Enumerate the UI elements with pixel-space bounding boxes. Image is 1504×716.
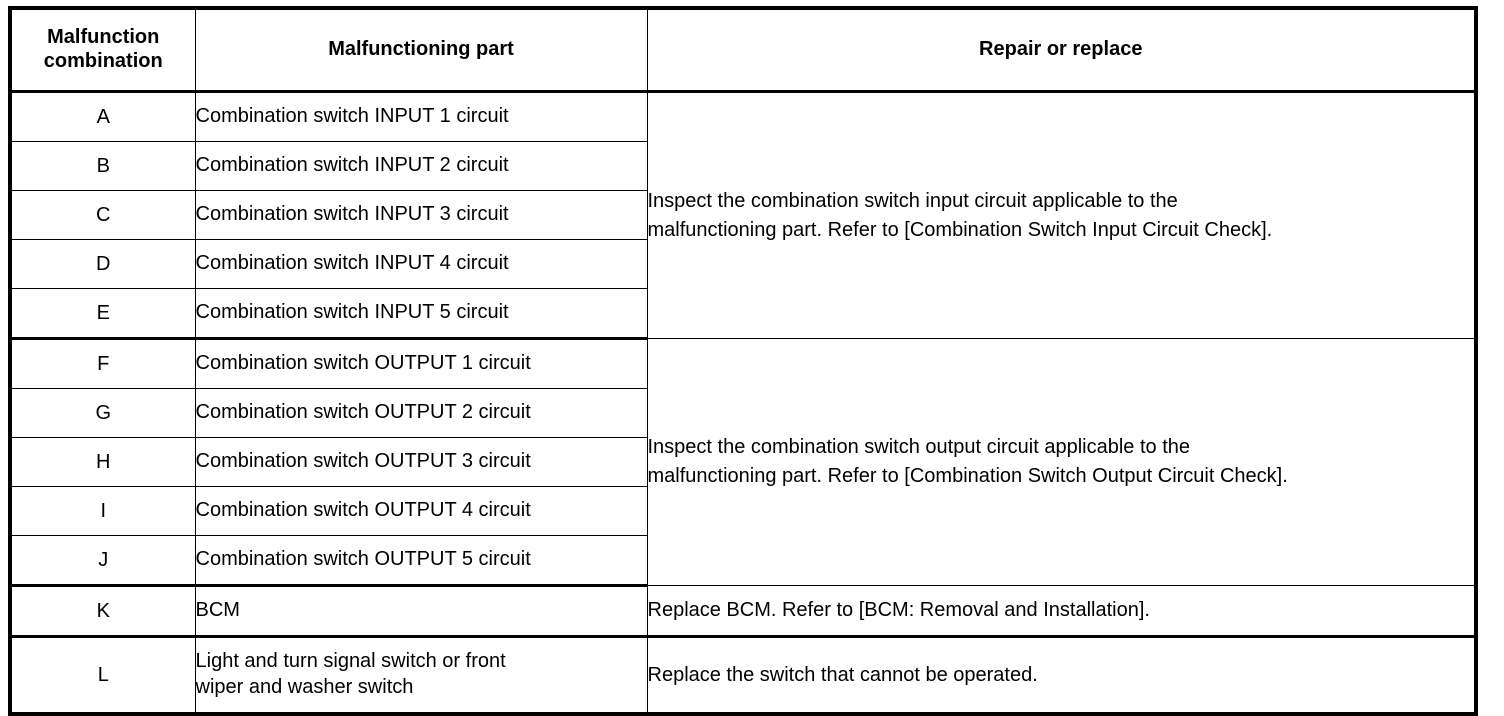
repair-line: Replace the switch that cannot be operat… <box>647 663 1038 686</box>
cell-part-l: Light and turn signal switch or front wi… <box>194 636 648 715</box>
cell-part-b: Combination switch INPUT 2 circuit <box>194 141 648 191</box>
cell-combination-k: K <box>9 585 196 638</box>
repair-line: Inspect the combination switch input cir… <box>647 189 1178 212</box>
table-row: C Combination switch INPUT 3 circuit <box>9 190 1476 240</box>
repair-line: Replace BCM. Refer to [BCM: Removal and … <box>647 599 1150 621</box>
cell-repair-input-circuits: Inspect the combination switch input cir… <box>646 91 1477 339</box>
table-row: H Combination switch OUTPUT 3 circuit <box>9 437 1476 487</box>
column-header-line-1: Malfunction <box>47 26 160 49</box>
cell-combination-i: I <box>9 486 196 536</box>
table-row: A Combination switch INPUT 1 circuit Ins… <box>9 91 1477 339</box>
cell-combination-d: D <box>9 239 196 289</box>
cell-combination-g: G <box>9 388 196 438</box>
document-page: Malfunction combination Malfunctioning p… <box>8 6 1478 716</box>
cell-repair-output-circuits: Inspect the combination switch output ci… <box>646 338 1477 586</box>
cell-part-i: Combination switch OUTPUT 4 circuit <box>194 486 648 536</box>
cell-combination-b: B <box>9 141 196 191</box>
table-row: L Light and turn signal switch or front … <box>9 636 1477 715</box>
column-header-line-2: combination <box>43 50 163 72</box>
table-row: E Combination switch INPUT 5 circuit <box>9 288 1476 340</box>
column-header-malfunctioning-part: Malfunctioning part <box>194 7 648 93</box>
part-line: Light and turn signal switch or front <box>195 650 506 673</box>
cell-part-d: Combination switch INPUT 4 circuit <box>194 239 648 289</box>
cell-combination-f: F <box>9 338 196 389</box>
cell-part-k: BCM <box>194 585 648 638</box>
cell-combination-e: E <box>9 288 196 340</box>
repair-line: malfunctioning part. Refer to [Combinati… <box>647 218 1273 241</box>
table-row: J Combination switch OUTPUT 5 circuit <box>9 535 1476 587</box>
cell-combination-j: J <box>9 535 196 587</box>
cell-part-j: Combination switch OUTPUT 5 circuit <box>194 535 648 587</box>
repair-line: malfunctioning part. Refer to [Combinati… <box>647 465 1288 487</box>
cell-part-a: Combination switch INPUT 1 circuit <box>194 91 648 142</box>
table-row: G Combination switch OUTPUT 2 circuit <box>9 388 1476 438</box>
table-body: A Combination switch INPUT 1 circuit Ins… <box>9 91 1477 715</box>
cell-part-e: Combination switch INPUT 5 circuit <box>194 288 648 340</box>
malfunction-diagnosis-table: Malfunction combination Malfunctioning p… <box>8 6 1478 716</box>
repair-line: Inspect the combination switch output ci… <box>647 436 1191 458</box>
cell-repair-bcm: Replace BCM. Refer to [BCM: Removal and … <box>646 585 1477 638</box>
cell-part-f: Combination switch OUTPUT 1 circuit <box>194 338 648 389</box>
cell-part-h: Combination switch OUTPUT 3 circuit <box>194 437 648 487</box>
cell-combination-a: A <box>9 91 196 142</box>
column-header-repair-or-replace: Repair or replace <box>646 7 1477 93</box>
cell-combination-h: H <box>9 437 196 487</box>
cell-part-g: Combination switch OUTPUT 2 circuit <box>194 388 648 438</box>
cell-combination-l: L <box>9 636 196 715</box>
cell-combination-c: C <box>9 190 196 240</box>
cell-repair-switch-assembly: Replace the switch that cannot be operat… <box>646 636 1477 715</box>
table-row: F Combination switch OUTPUT 1 circuit In… <box>9 338 1477 586</box>
table-row: D Combination switch INPUT 4 circuit <box>9 239 1476 289</box>
column-header-malfunction-combination: Malfunction combination <box>9 7 196 93</box>
table-header: Malfunction combination Malfunctioning p… <box>9 7 1477 93</box>
table-row: B Combination switch INPUT 2 circuit <box>9 141 1476 191</box>
table-header-row: Malfunction combination Malfunctioning p… <box>9 7 1477 93</box>
cell-part-c: Combination switch INPUT 3 circuit <box>194 190 648 240</box>
part-line: wiper and washer switch <box>195 676 414 698</box>
table-row: K BCM Replace BCM. Refer to [BCM: Remova… <box>9 585 1477 638</box>
